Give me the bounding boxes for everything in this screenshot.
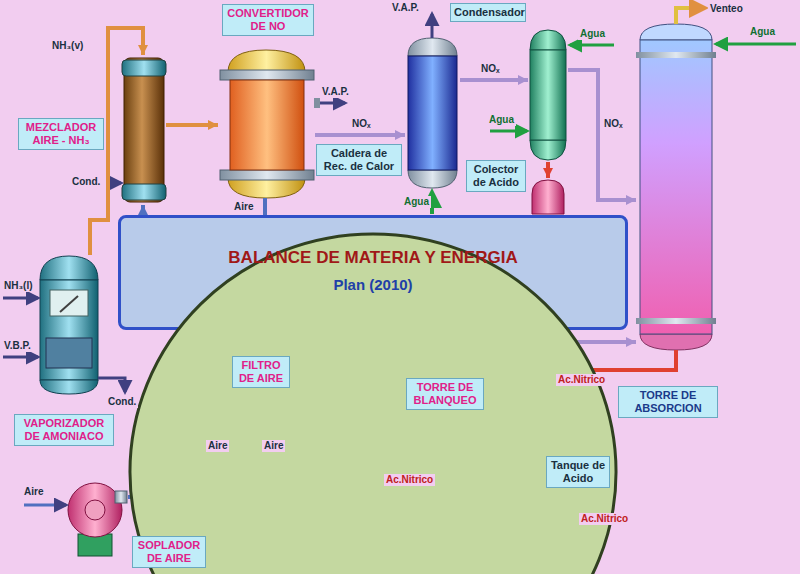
- stream-label: Aire: [232, 201, 255, 213]
- air-blower: [68, 483, 127, 556]
- equipment-label: Colector de Acido: [466, 160, 526, 192]
- acid-collector: [532, 180, 564, 214]
- pipe-line: [568, 70, 636, 200]
- stream-label: Aire: [22, 486, 45, 498]
- stream-label: Ac.Nitrico: [579, 513, 630, 525]
- equipment-label: CONVERTIDOR DE NO: [222, 4, 314, 36]
- arrow-head: [543, 168, 553, 178]
- banner-subtitle: Plan (2010): [121, 276, 625, 293]
- air-filter: FILTRO DE AIRE: [175, 345, 225, 405]
- blower: SOPLADOR DE AIRE: [62, 480, 128, 538]
- stream-label: NH₃(v): [50, 40, 85, 52]
- equipment-label: TORRE DE BLANQUEO: [406, 378, 484, 410]
- stream-label: Agua: [402, 196, 431, 208]
- acid-collector: Colector de Acido: [530, 178, 566, 214]
- title-banner: BALANCE DE MATERIA Y ENERGIA Plan (2010): [118, 215, 628, 330]
- stream-label: NH₃(l): [2, 280, 35, 292]
- equipment-label: Condensador: [450, 3, 526, 22]
- stream-label: NOₓ: [602, 118, 625, 130]
- arrow-head: [395, 130, 405, 140]
- pipe-line: [460, 78, 528, 82]
- converter: CONVERTIDOR DE NO: [218, 48, 315, 198]
- arrow-head: [518, 75, 528, 85]
- condenser: Condensador: [528, 28, 568, 162]
- stream-label: Venteo: [708, 3, 745, 15]
- mixer-vessel: [122, 58, 166, 202]
- pipe-line: [315, 133, 405, 137]
- stream-label: Cond.: [106, 396, 138, 408]
- arrow-head: [138, 45, 148, 55]
- equipment-label: FILTRO DE AIRE: [232, 356, 290, 388]
- stream-label: NOₓ: [350, 118, 373, 130]
- bleach-tower: TORRE DE BLANQUEO: [318, 334, 400, 452]
- arrow-head: [208, 120, 218, 130]
- vaporizer: VAPORIZADOR DE AMONIACO: [38, 255, 100, 395]
- stream-label: Agua: [748, 26, 777, 38]
- absorption-tower: [636, 24, 716, 350]
- stream-label: V.A.P.: [320, 86, 351, 98]
- stream-label: Cond.: [70, 176, 102, 188]
- equipment-label: MEZCLADOR AIRE - NH₃: [18, 118, 104, 150]
- stream-label: Ac.Nitrico: [556, 374, 607, 386]
- arrow-head: [626, 195, 636, 205]
- stream-label: V.B.P.: [2, 340, 33, 352]
- equipment-label: Caldera de Rec. de Calor: [316, 144, 402, 176]
- boiler-vessel: [408, 38, 457, 188]
- equipment-label: TORRE DE ABSORCION: [618, 386, 718, 418]
- equipment-label: Tanque de Acido: [546, 456, 610, 488]
- banner-title: BALANCE DE MATERIA Y ENERGIA: [121, 248, 625, 268]
- equipment-label: VAPORIZADOR DE AMONIACO: [14, 414, 114, 446]
- stream-label: NOₓ: [479, 63, 502, 75]
- acid-tank: Tanque de Acido: [462, 448, 535, 528]
- stream-label: Ac.Nitrico: [384, 474, 435, 486]
- stream-label: Aire: [206, 440, 229, 452]
- arrow-head: [138, 205, 148, 215]
- equipment-label: SOPLADOR DE AIRE: [132, 536, 206, 568]
- stream-label: Agua: [487, 114, 516, 126]
- converter-vessel: [220, 50, 320, 198]
- stream-label: Aire: [262, 440, 285, 452]
- absorption-tower: TORRE DE ABSORCION: [636, 22, 716, 350]
- stream-label: Agua: [578, 28, 607, 40]
- stream-label: V.A.P.: [390, 2, 421, 14]
- ammonia-vaporizer: [40, 256, 98, 394]
- boiler: Caldera de Rec. de Calor: [405, 35, 460, 190]
- arrow-head: [626, 337, 636, 347]
- condenser-vessel: [530, 30, 566, 160]
- mixer: MEZCLADOR AIRE - NH₃: [122, 55, 166, 205]
